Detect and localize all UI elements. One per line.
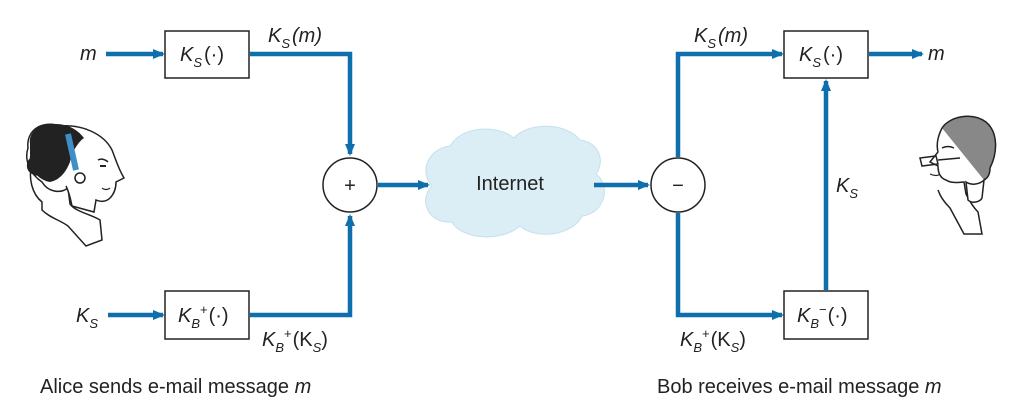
internet-label: Internet (476, 173, 544, 195)
receiver-caption: Bob receives e-mail message m (657, 376, 942, 399)
alice-icon (26, 123, 126, 247)
bob-icon (919, 115, 997, 235)
sender-caption: Alice sends e-mail message m (40, 376, 311, 399)
recovered-key-label: KS (836, 175, 858, 201)
sender-sym-encrypt-box (164, 30, 250, 79)
split-operator (650, 157, 706, 213)
arrow-minus-to-sym-box (675, 49, 784, 157)
input-key-label: KS (76, 305, 98, 331)
receiver-pub-input-label: KB+(KS) (680, 326, 746, 355)
arrow-pub-output-to-plus (250, 214, 355, 318)
sender-pub-output-label: KB+(KS) (262, 326, 328, 355)
sender-caption-text: Alice sends e-mail message (40, 376, 289, 398)
sender-sym-box-label: KS(·) (180, 44, 224, 70)
receiver-sym-input-label: KS(m) (694, 25, 748, 51)
combine-operator-symbol: + (344, 175, 356, 197)
output-message-label: m (928, 43, 945, 65)
sender-caption-var: m (294, 376, 312, 398)
receiver-sym-box-label: KS(·) (799, 44, 843, 70)
combine-operator (322, 157, 378, 213)
receiver-priv-decrypt-box (783, 290, 869, 340)
arrow-sym-output-to-plus (250, 51, 355, 156)
receiver-caption-var: m (924, 376, 942, 398)
sender-sym-output-label: KS(m) (268, 25, 322, 51)
arrow-minus-to-priv-box (675, 213, 784, 320)
internet-cloud (425, 125, 605, 238)
receiver-sym-decrypt-box (783, 30, 869, 79)
receiver-priv-box-label: KB−(·) (797, 302, 848, 331)
receiver-caption-text: Bob receives e-mail message (657, 376, 920, 398)
split-operator-symbol: − (672, 175, 684, 197)
input-message-label: m (80, 43, 97, 65)
sender-pub-box-label: KB+(·) (178, 302, 229, 331)
sender-pub-encrypt-box (164, 290, 250, 340)
